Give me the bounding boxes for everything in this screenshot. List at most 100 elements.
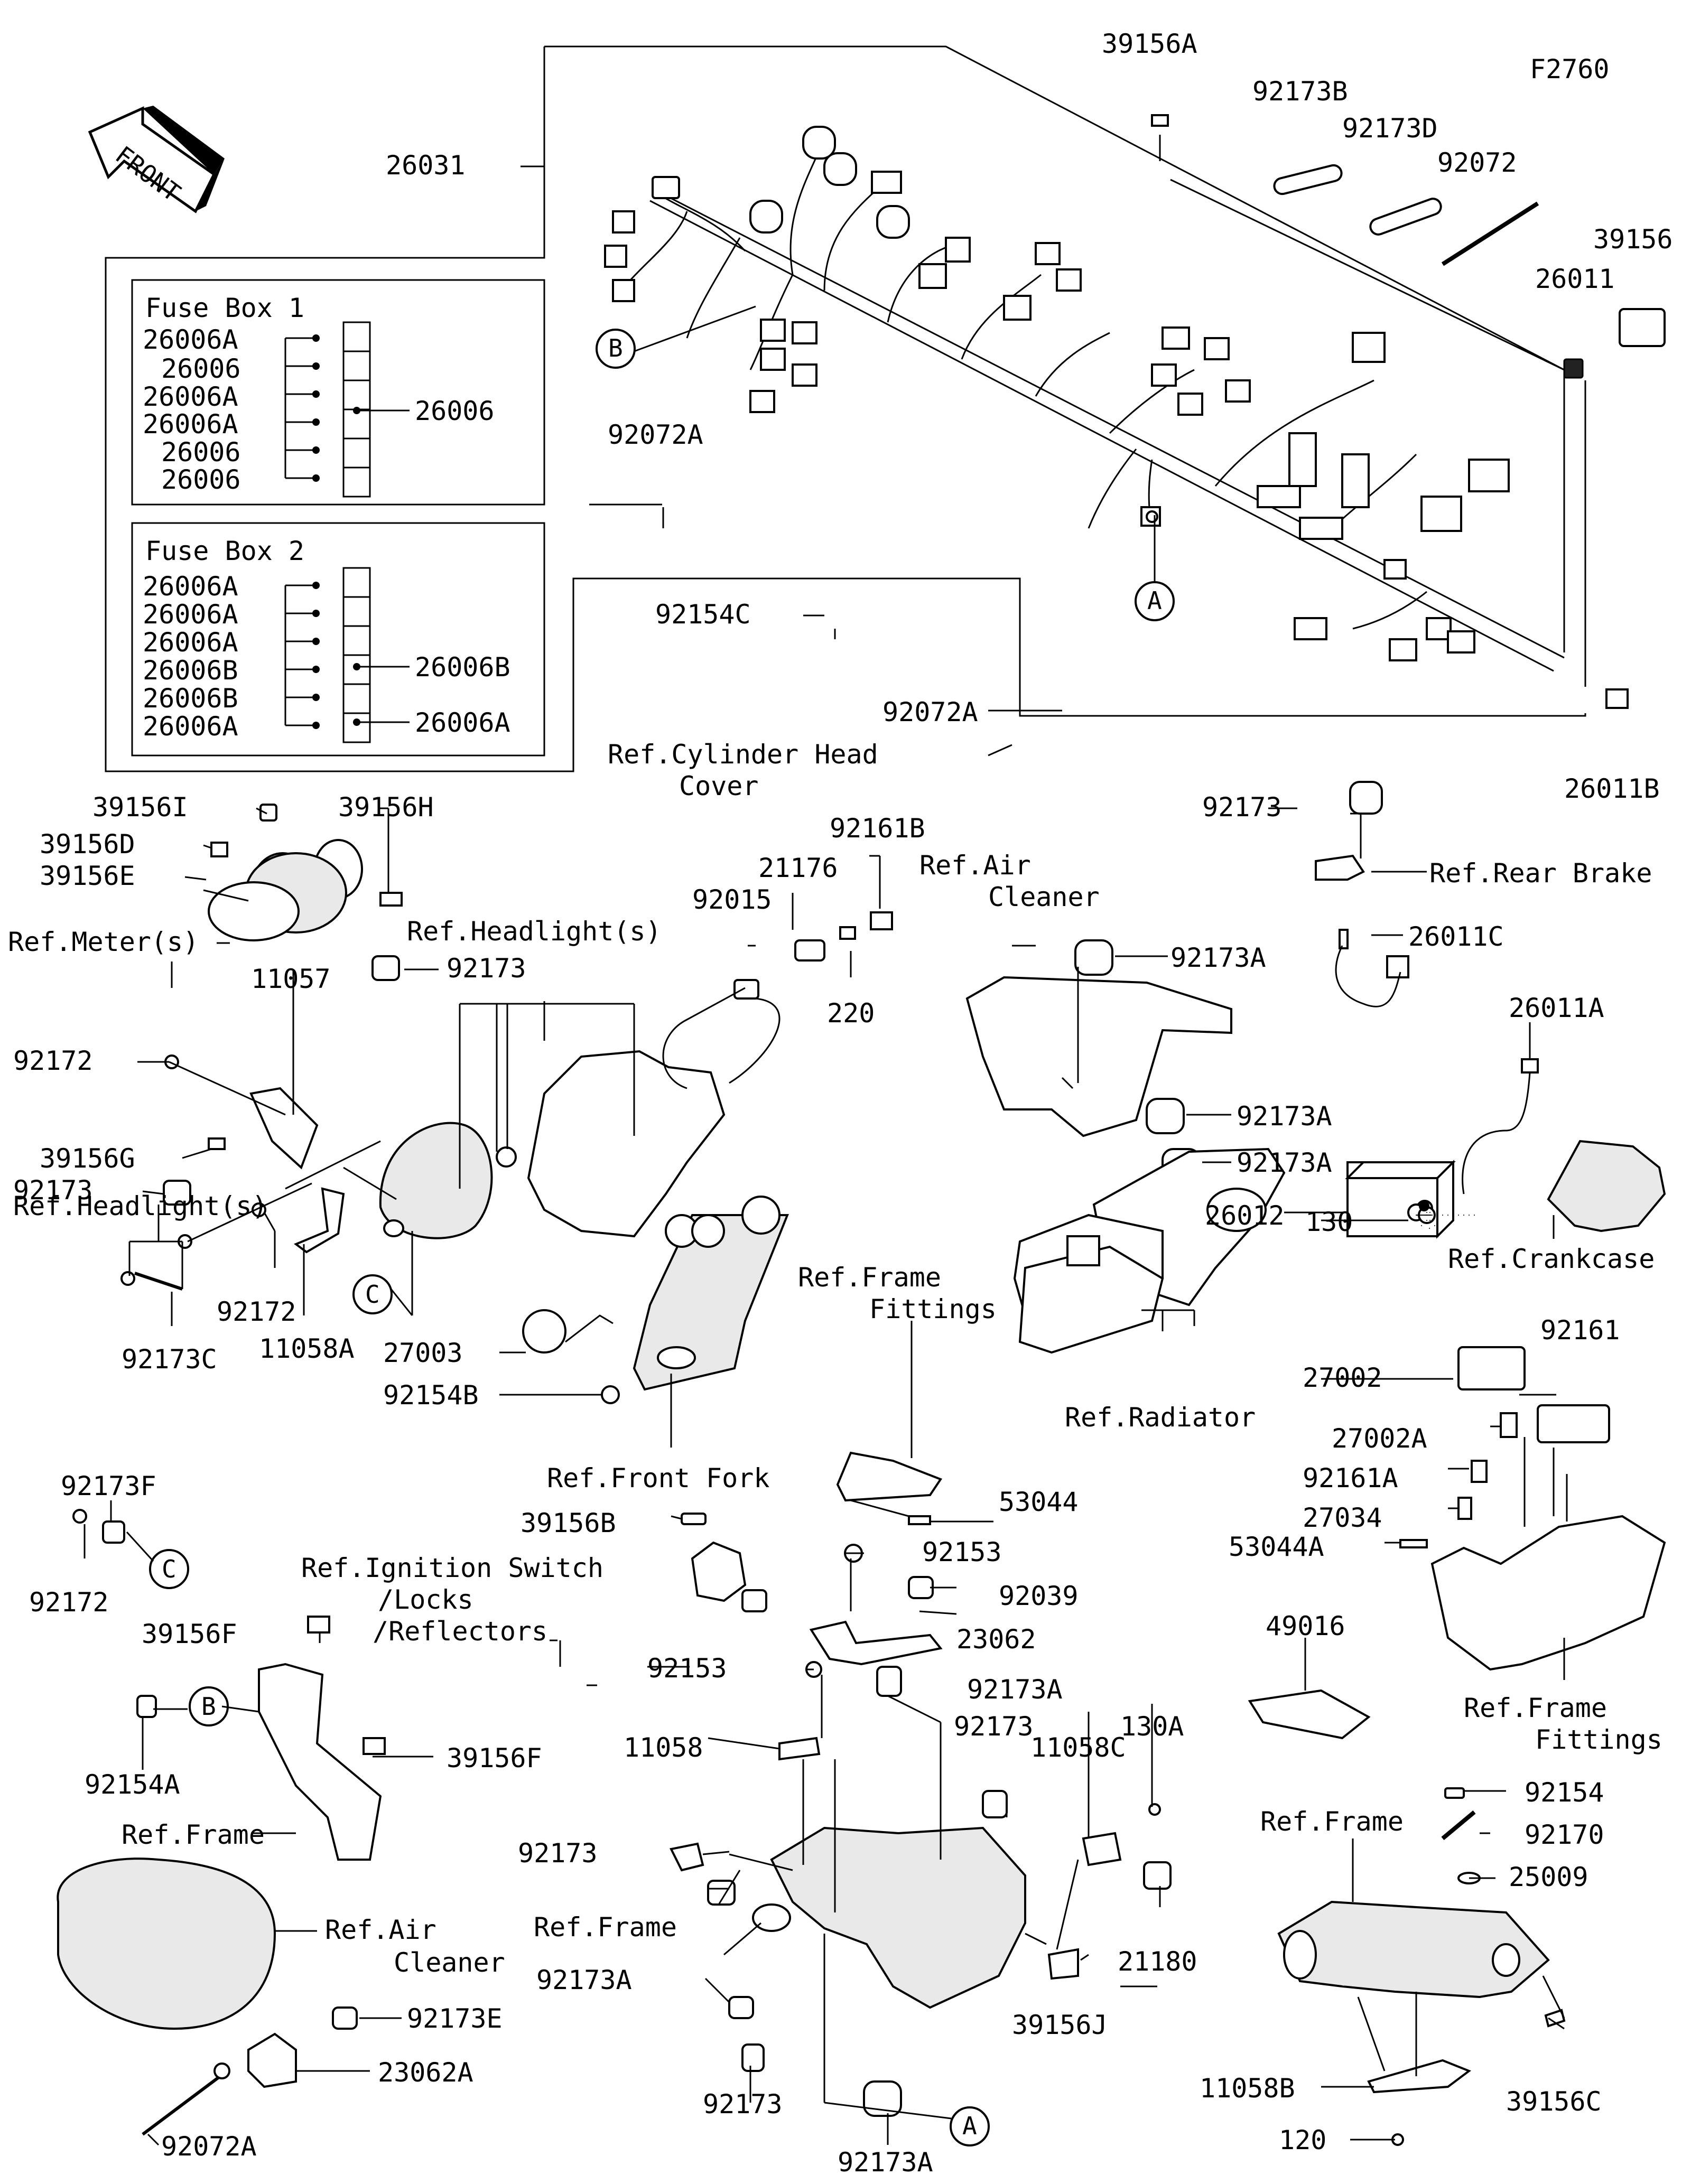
label-11058B: 11058B	[1200, 2073, 1295, 2104]
svg-text:A: A	[1147, 586, 1162, 615]
label-92072A-1: 92072A	[608, 419, 703, 450]
battery-parts	[1335, 929, 1666, 1239]
label-39156: 39156	[1593, 224, 1673, 255]
leader-lines	[83, 503, 1568, 2146]
label-92173A-2: 92173A	[1237, 1101, 1332, 1132]
label-130: 130	[1305, 1207, 1353, 1237]
fuse-box-1-row-6: 26006	[161, 464, 241, 495]
top-right-parts	[1146, 114, 1666, 709]
fuse-box-2-group-label-1: 26006B	[415, 652, 510, 683]
center-frame-parts: A	[670, 1544, 1172, 2146]
ecu-parts	[836, 1346, 1666, 1740]
fuse-box-1-row-2: 26006	[161, 353, 241, 384]
label-11057: 11057	[251, 964, 331, 994]
label-ref-air-cleaner-top-2: Cleaner	[988, 882, 1100, 912]
label-92173A-5: 92173A	[536, 1965, 632, 1995]
label-ref-air-cleaner-bottom-1: Ref.Air	[325, 1915, 436, 1945]
callout-a-harness: A	[1135, 581, 1175, 621]
label-ref-air-cleaner-top-1: Ref.Air	[919, 850, 1031, 881]
label-ref-crankcase: Ref.Crankcase	[1448, 1244, 1655, 1274]
svg-text:C: C	[365, 1280, 380, 1309]
label-ref-headlight-top: Ref.Headlight(s)	[407, 916, 662, 947]
label-ref-frame-left: Ref.Frame	[122, 1819, 265, 1850]
label-26011: 26011	[1535, 264, 1615, 294]
part-labels: 26031 39156A 92173B 92173D 92072 39156 2…	[8, 29, 1673, 2178]
label-92154: 92154	[1525, 1777, 1604, 1808]
svg-text:B: B	[201, 1692, 216, 1721]
fuse-box-2-row-3: 26006A	[143, 627, 238, 658]
label-27034: 27034	[1303, 1502, 1382, 1533]
label-39156C: 39156C	[1506, 2086, 1602, 2117]
label-92173E: 92173E	[407, 2003, 503, 2034]
label-92072A-2: 92072A	[882, 697, 978, 727]
label-23062: 23062	[956, 1624, 1036, 1655]
label-ref-meter: Ref.Meter(s)	[8, 927, 199, 957]
label-92173A-4: 92173A	[967, 1674, 1063, 1705]
label-92154C: 92154C	[655, 599, 751, 630]
label-ref-air-cleaner-bottom-2: Cleaner	[394, 1947, 505, 1978]
label-92072A-3: 92072A	[161, 2131, 257, 2162]
label-ref-headlight-left: Ref.Headlight(s)	[13, 1191, 268, 1221]
label-92154B: 92154B	[383, 1380, 479, 1411]
left-lower-parts: C B	[57, 1509, 767, 2136]
label-92172-3: 92172	[29, 1587, 109, 1618]
air-cleaner-radiator-parts	[965, 939, 1286, 1354]
label-21176: 21176	[758, 853, 838, 883]
label-92154A: 92154A	[85, 1769, 180, 1800]
label-120: 120	[1279, 2125, 1326, 2155]
label-26011C: 26011C	[1408, 921, 1504, 952]
label-11058A: 11058A	[259, 1333, 355, 1364]
fuse-box-1-title: Fuse Box 1	[145, 293, 304, 323]
svg-text:C: C	[162, 1555, 176, 1583]
label-21180: 21180	[1118, 1946, 1197, 1977]
label-ref-ignition-3: /Reflectors	[373, 1616, 547, 1647]
label-92173F: 92173F	[61, 1471, 156, 1501]
fuse-box-1-row-4: 26006A	[143, 409, 238, 440]
label-ref-radiator: Ref.Radiator	[1065, 1402, 1256, 1433]
label-92039: 92039	[999, 1581, 1079, 1611]
label-92173C: 92173C	[122, 1344, 217, 1375]
label-92173-2: 92173	[13, 1175, 93, 1206]
fuse-box-1-row-3: 26006A	[143, 381, 238, 412]
label-92173D: 92173D	[1342, 113, 1438, 144]
svg-text:A: A	[962, 2112, 977, 2140]
rear-brake-parts	[1315, 781, 1383, 881]
label-92173-3: 92173	[954, 1711, 1034, 1742]
label-11058C: 11058C	[1030, 1732, 1126, 1763]
fuse-box-2: Fuse Box 2 26006A 26006A 26006A 26006B 2…	[131, 522, 545, 757]
label-92173-4: 92173	[518, 1838, 598, 1869]
label-26012: 26012	[1205, 1200, 1285, 1231]
meter-parts	[203, 804, 403, 941]
label-130A: 130A	[1120, 1711, 1184, 1742]
label-92161B: 92161B	[830, 813, 925, 844]
label-ref-rear-brake: Ref.Rear Brake	[1429, 858, 1652, 889]
label-11058: 11058	[624, 1732, 703, 1763]
label-ref-frame-fittings-2: Fittings	[869, 1294, 997, 1324]
label-92173-rear-brake: 92173	[1202, 792, 1282, 823]
label-39156H: 39156H	[338, 792, 434, 823]
fuse-box-2-row-2: 26006A	[143, 599, 238, 630]
front-arrow-icon: FRONT	[88, 106, 225, 213]
label-27002: 27002	[1303, 1362, 1382, 1393]
label-92173-5: 92173	[703, 2089, 783, 2120]
fuse-box-1: Fuse Box 1 26006A 26006 26006A 26006A 26…	[131, 279, 545, 506]
fuse-box-2-row-5: 26006B	[143, 683, 238, 714]
label-39156B: 39156B	[521, 1508, 616, 1538]
headlight-parts: C	[120, 911, 893, 1404]
label-ref-frame-center: Ref.Frame	[534, 1912, 677, 1943]
fuse-box-1-row-1: 26006A	[143, 324, 238, 355]
label-53044: 53044	[999, 1487, 1079, 1517]
label-92173A-3: 92173A	[1237, 1147, 1332, 1178]
label-ref-ignition-1: Ref.Ignition Switch	[301, 1553, 603, 1583]
fuse-box-2-group-label-2: 26006A	[415, 707, 510, 738]
label-ref-cylinder-head-2: Cover	[679, 771, 759, 801]
rear-frame-parts	[1277, 1787, 1566, 2146]
label-25009: 25009	[1509, 1862, 1588, 1892]
part-39156A-shape	[1151, 114, 1169, 127]
label-26011B: 26011B	[1564, 773, 1660, 804]
label-39156F-2: 39156F	[447, 1743, 542, 1774]
label-39156I: 39156I	[92, 792, 188, 823]
label-92153-1: 92153	[922, 1537, 1002, 1567]
fuse-box-2-row-4: 26006B	[143, 655, 238, 686]
